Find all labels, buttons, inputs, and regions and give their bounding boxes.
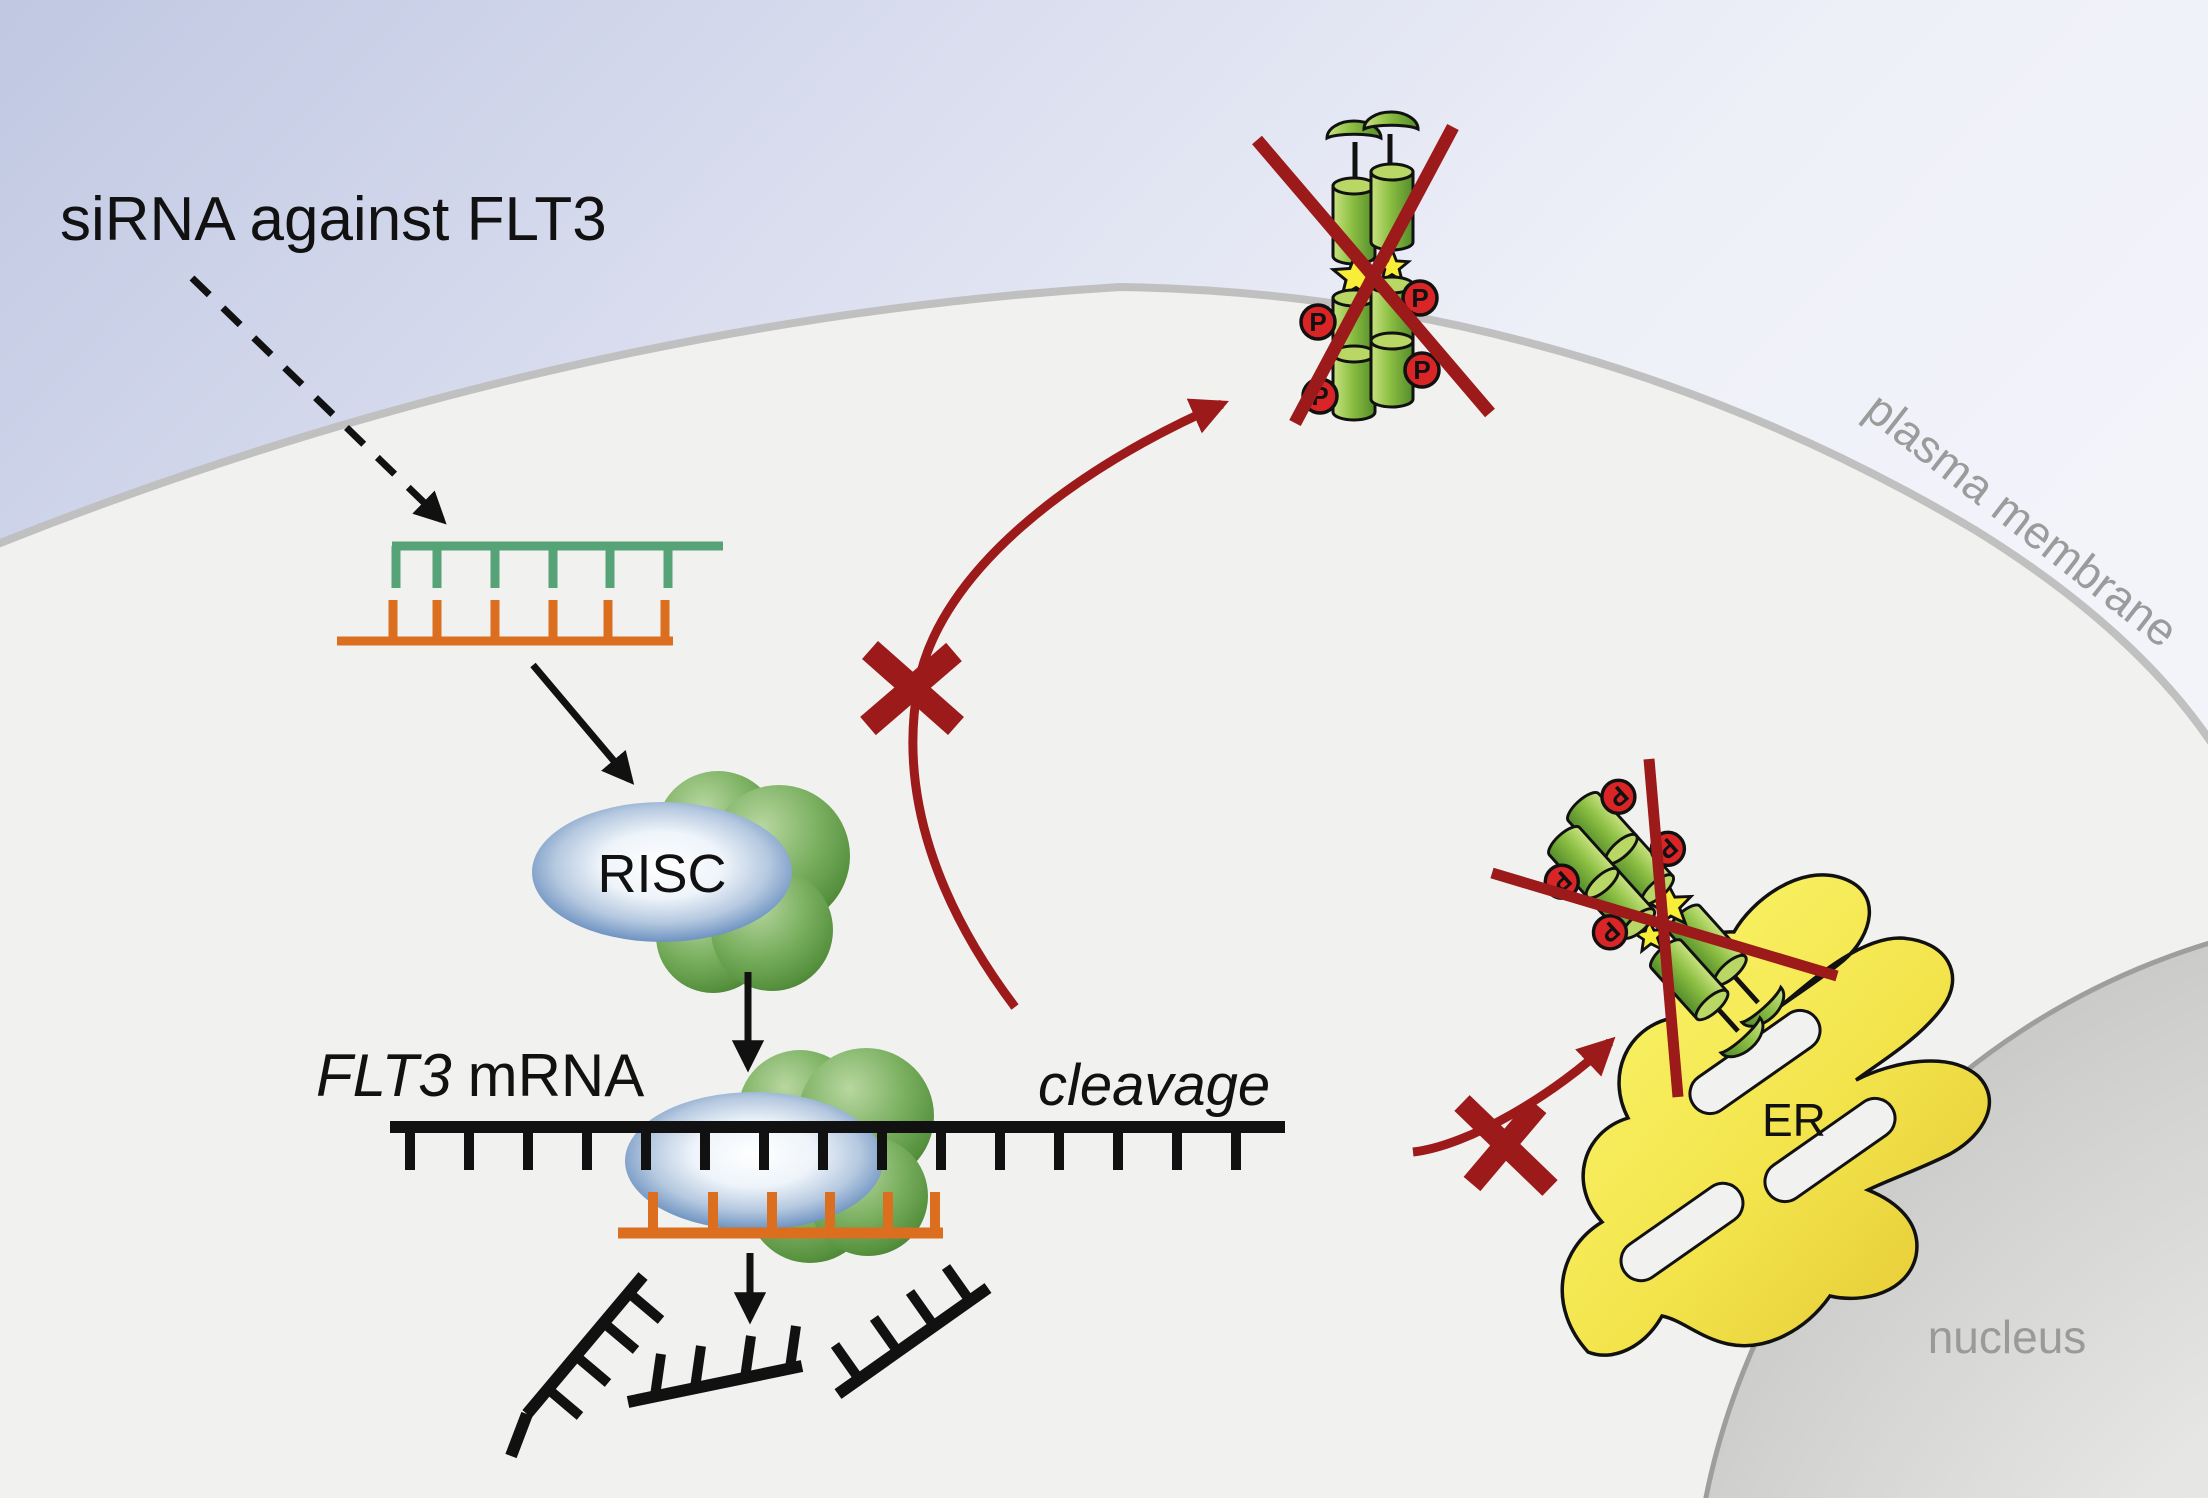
sirna-entry-dashed-arrow <box>189 275 447 525</box>
risc-label: RISC <box>597 844 726 904</box>
sirna-sense-strand <box>391 541 723 588</box>
block-x-icon <box>1454 1095 1558 1196</box>
risc-body-oval <box>625 1092 883 1230</box>
block-x-icon <box>860 641 964 736</box>
mrna-fragment <box>626 1325 804 1408</box>
er-label: ER <box>1762 1094 1826 1146</box>
mrna-fragment <box>505 1272 665 1459</box>
blocked-arrow-to-er-receptor <box>1412 1036 1616 1157</box>
arrow-duplex-to-risc <box>530 662 635 785</box>
flt3-mrna-label-italic: FLT3 <box>316 1042 452 1109</box>
er-lumen-slot <box>1619 1181 1745 1283</box>
cross-out-x-icon <box>1490 758 1839 1098</box>
mrna-ticks <box>405 1127 1241 1170</box>
nucleus-label: nucleus <box>1928 1311 2087 1363</box>
sirna-duplex <box>337 541 723 646</box>
flt3-mrna-label-regular: mRNA <box>468 1042 645 1109</box>
sirna-label: siRNA against FLT3 <box>60 185 607 254</box>
risc-body-oval <box>532 802 792 942</box>
sirna-antisense-strand <box>337 600 673 646</box>
flt3-mrna-strand <box>390 1121 1285 1170</box>
risc-complex: RISC <box>532 771 850 993</box>
mrna-fragment <box>830 1264 992 1399</box>
cleavage-label: cleavage <box>1038 1053 1270 1118</box>
cross-out-x-icon <box>1252 123 1495 427</box>
guide-strand-in-complex <box>618 1192 943 1239</box>
mrna-fragments <box>505 1264 992 1459</box>
er-lumen-slot <box>1763 1096 1897 1204</box>
nucleus <box>1703 941 2208 1498</box>
